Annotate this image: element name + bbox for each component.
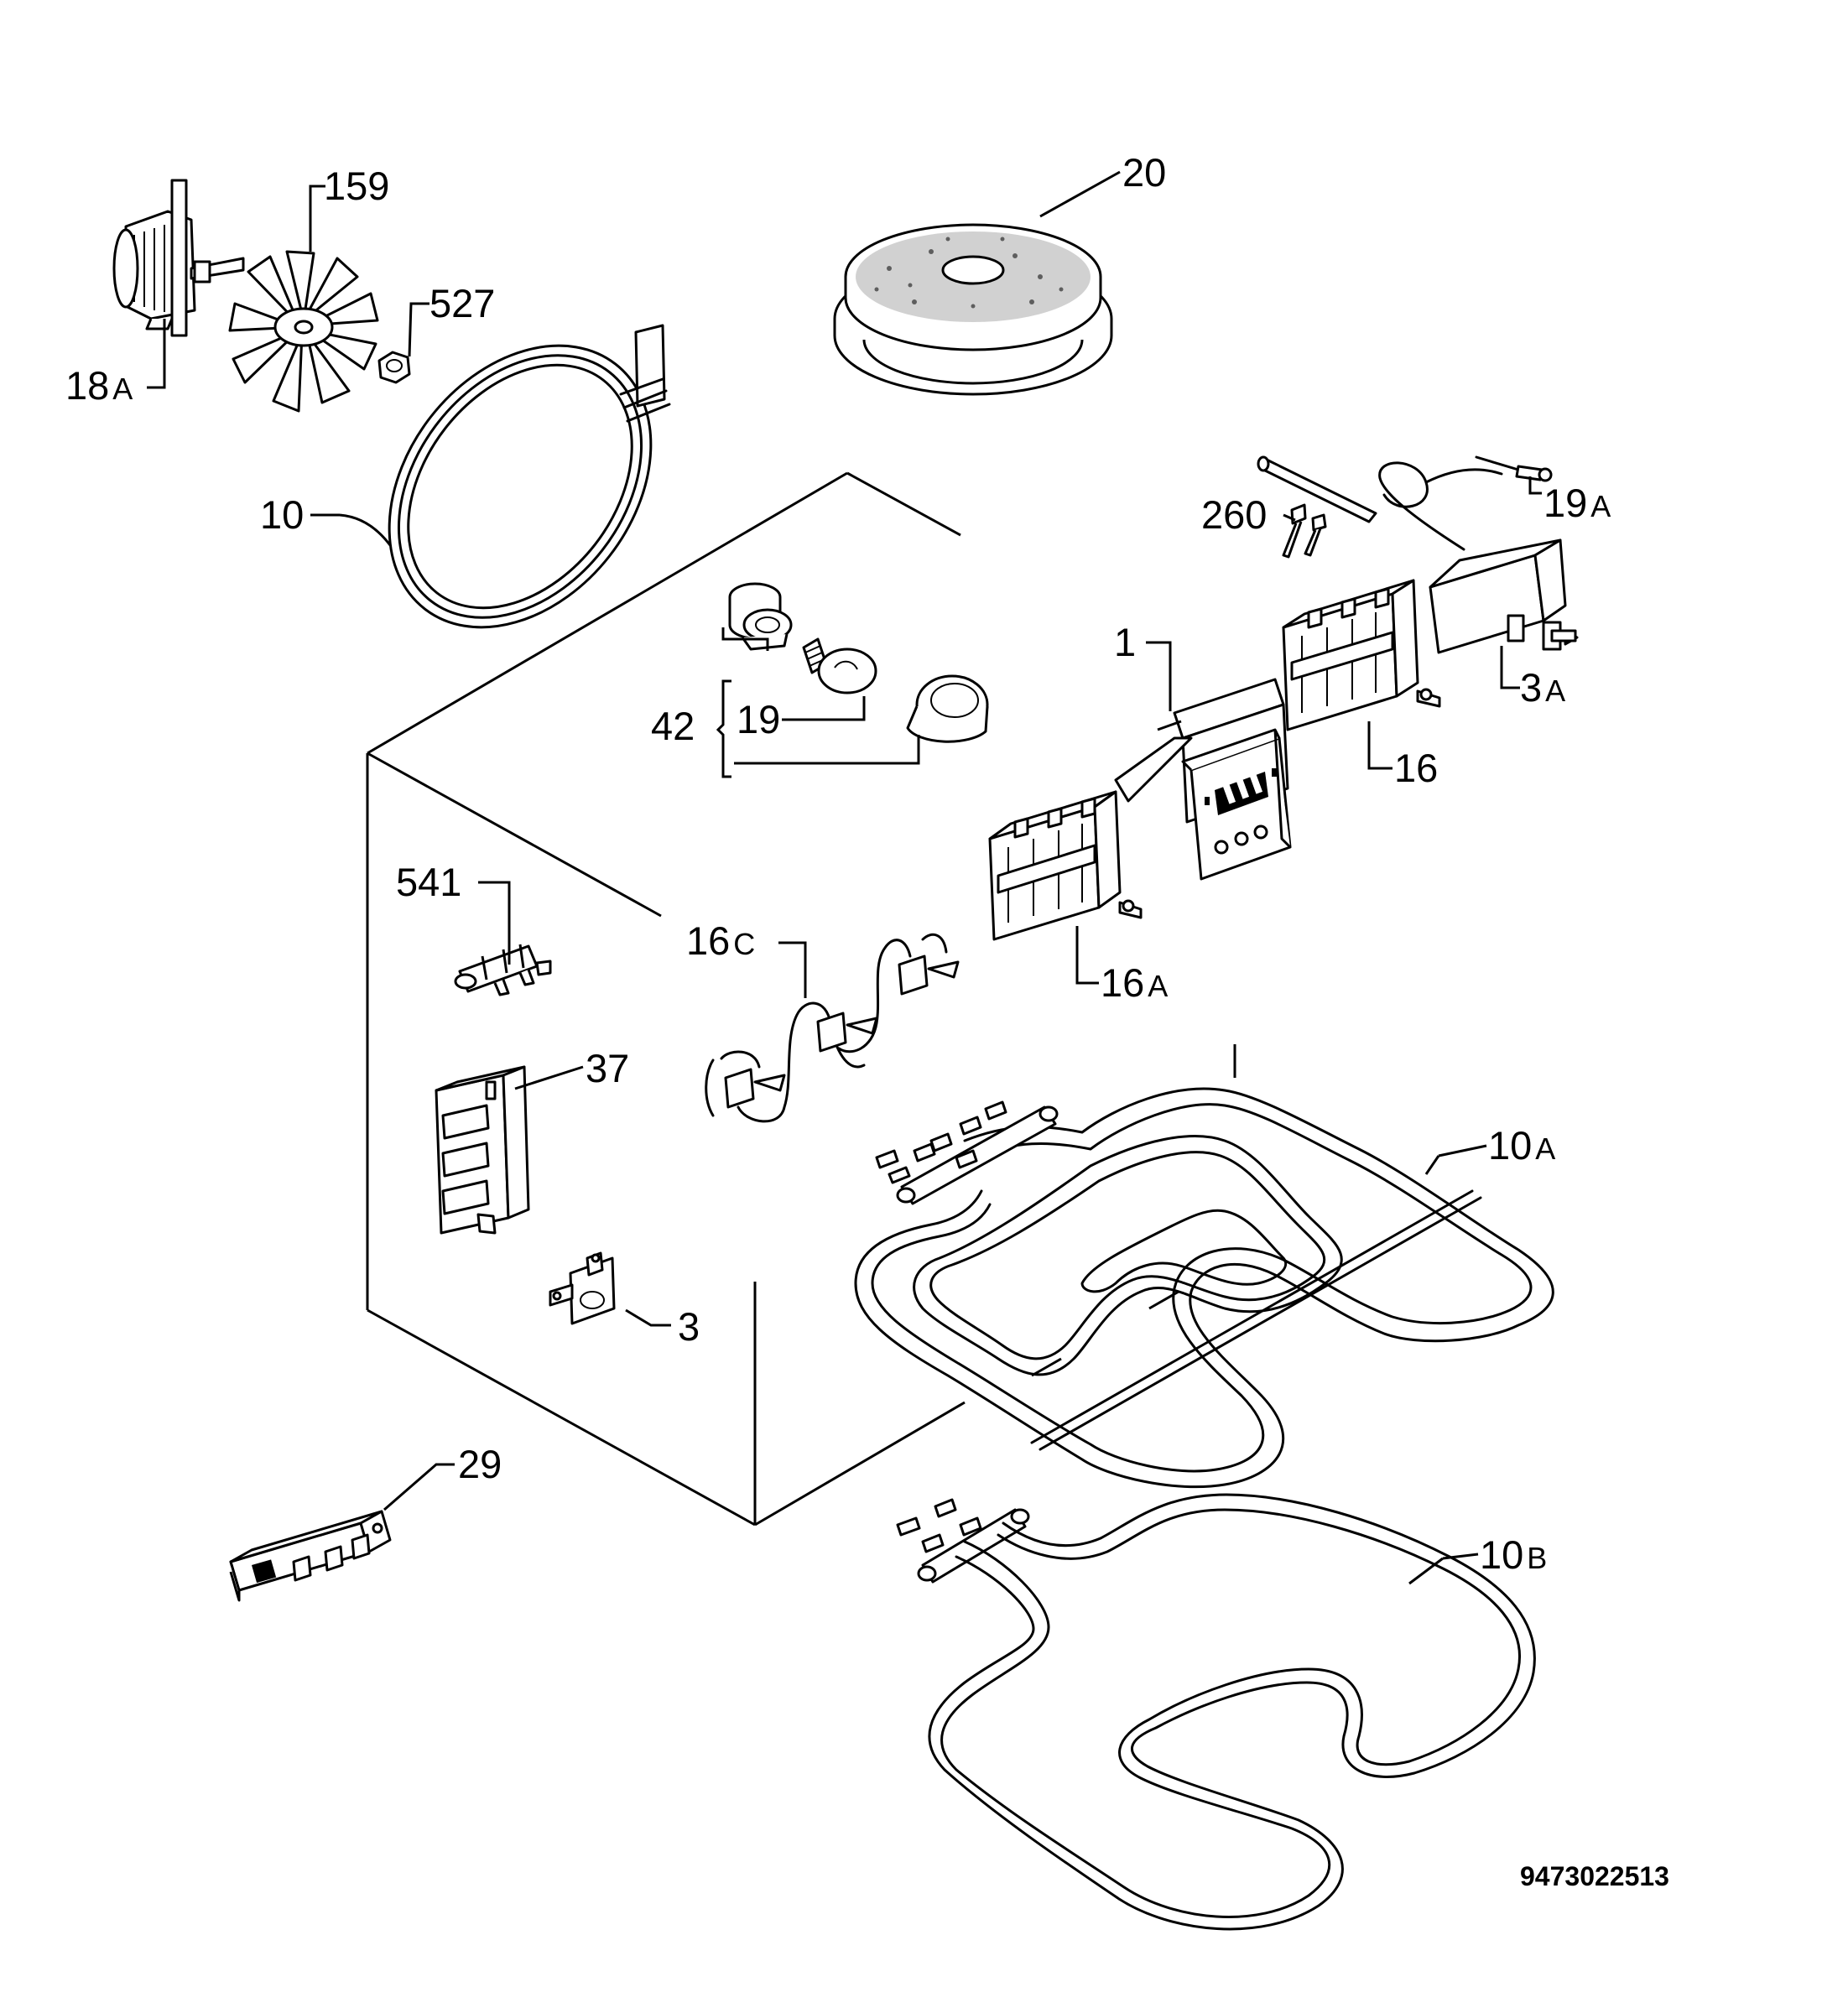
label-19: 19 — [737, 697, 780, 741]
thermal-cutout-part[interactable] — [549, 1251, 616, 1325]
label-260: 260 — [1201, 492, 1267, 537]
fan-nut-part[interactable] — [377, 351, 411, 384]
oven-cabinet-outline — [366, 471, 966, 1527]
leader-lines — [147, 170, 1542, 1585]
label-37: 37 — [586, 1046, 629, 1090]
label-541: 541 — [396, 860, 461, 904]
label-16: 16 — [1394, 746, 1438, 790]
terminal-block-part[interactable] — [435, 1065, 530, 1235]
label-20: 20 — [1122, 150, 1166, 195]
screws-part[interactable] — [1282, 503, 1327, 559]
door-switch-part[interactable] — [454, 944, 552, 996]
label-159: 159 — [324, 164, 389, 208]
oven-bulb-part[interactable] — [802, 637, 877, 694]
fan-blade-part[interactable] — [228, 250, 379, 413]
circular-heating-element-part[interactable] — [336, 294, 705, 679]
electronic-timer-part[interactable] — [1114, 678, 1292, 881]
label-42: 42 — [651, 704, 695, 748]
label-10: 10 — [260, 492, 304, 537]
drawing-code: 9473022513 — [1520, 1861, 1669, 1891]
thermostat-part[interactable] — [1257, 455, 1579, 654]
selector-switch-part[interactable] — [1282, 579, 1441, 731]
ignition-generator-part[interactable] — [229, 1510, 392, 1602]
label-1: 1 — [1114, 620, 1136, 664]
grill-heating-element-part[interactable] — [854, 1044, 1554, 1489]
lamp-glass-part[interactable] — [906, 674, 989, 743]
selector-switch-a-part[interactable] — [988, 790, 1143, 941]
fan-motor-part[interactable] — [112, 179, 245, 337]
bottom-heating-element-part[interactable] — [896, 1493, 1536, 1931]
label-3: 3 — [678, 1304, 700, 1349]
oven-lamp-cover-part[interactable] — [833, 223, 1113, 396]
label-29: 29 — [458, 1442, 502, 1486]
lamp-wiring-part[interactable] — [705, 933, 960, 1123]
label-527: 527 — [429, 281, 495, 325]
